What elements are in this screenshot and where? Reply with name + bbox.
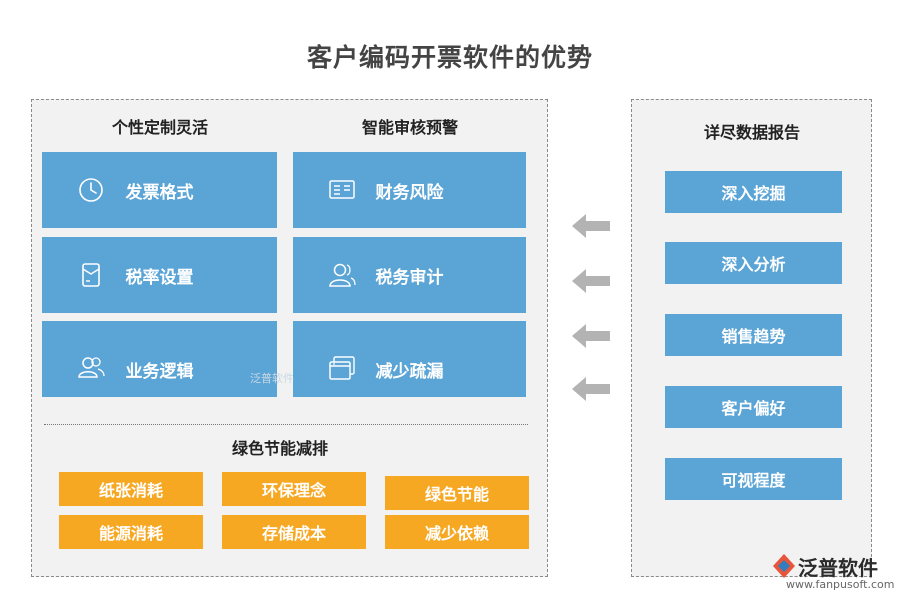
card-label: 税率设置 (125, 267, 194, 288)
arrow-left-icon (572, 377, 610, 401)
brand-logo: 泛普软件 www.fanpusoft.com (768, 548, 894, 596)
report-item-analysis: 深入分析 (665, 242, 842, 284)
section-divider (44, 424, 528, 425)
report-item-sales-trend: 销售趋势 (665, 314, 842, 356)
arrow-left-icon (572, 269, 610, 293)
arrow-left-icon (572, 214, 610, 238)
chip-energy-consumption: 能源消耗 (59, 515, 203, 549)
page-title: 客户编码开票软件的优势 (306, 43, 593, 72)
card-label: 发票格式 (125, 182, 194, 203)
card-label: 税务审计 (375, 267, 444, 288)
users-icon (76, 352, 106, 382)
section-title-customization: 个性定制灵活 (111, 118, 208, 137)
section-title-report: 详尽数据报告 (703, 123, 800, 142)
card-invoice-format: 发票格式 (42, 152, 277, 228)
chip-eco-concept: 环保理念 (222, 472, 366, 506)
card-label: 财务风险 (375, 182, 444, 203)
logo-icon (773, 554, 795, 578)
logo-name: 泛普软件 (798, 556, 878, 580)
windows-icon (327, 353, 357, 383)
chip-storage-cost: 存储成本 (222, 515, 366, 549)
report-item-dig-deep: 深入挖掘 (665, 171, 842, 213)
section-title-audit: 智能审核预警 (361, 118, 458, 137)
card-business-logic: 业务逻辑 (42, 321, 277, 397)
card-financial-risk: 财务风险 (293, 152, 526, 228)
arrow-left-icon (572, 324, 610, 348)
card-tax-rate: 税率设置 (42, 237, 277, 313)
section-title-green: 绿色节能减排 (231, 439, 328, 458)
chip-reduce-dependence: 减少依赖 (385, 515, 529, 549)
user-icon (327, 260, 357, 290)
clock-icon (76, 175, 106, 205)
document-icon (76, 260, 106, 290)
chip-green-energy: 绿色节能 (385, 476, 529, 510)
card-label: 减少疏漏 (375, 361, 444, 382)
card-icon (327, 175, 357, 205)
chip-paper-consumption: 纸张消耗 (59, 472, 203, 506)
card-reduce-omission: 减少疏漏 (293, 321, 526, 397)
card-label: 业务逻辑 (125, 361, 194, 382)
report-item-customer-preference: 客户偏好 (665, 386, 842, 428)
report-item-visibility: 可视程度 (665, 458, 842, 500)
card-tax-audit: 税务审计 (293, 237, 526, 313)
logo-url: www.fanpusoft.com (786, 578, 895, 591)
watermark: 泛普软件 (250, 372, 294, 385)
